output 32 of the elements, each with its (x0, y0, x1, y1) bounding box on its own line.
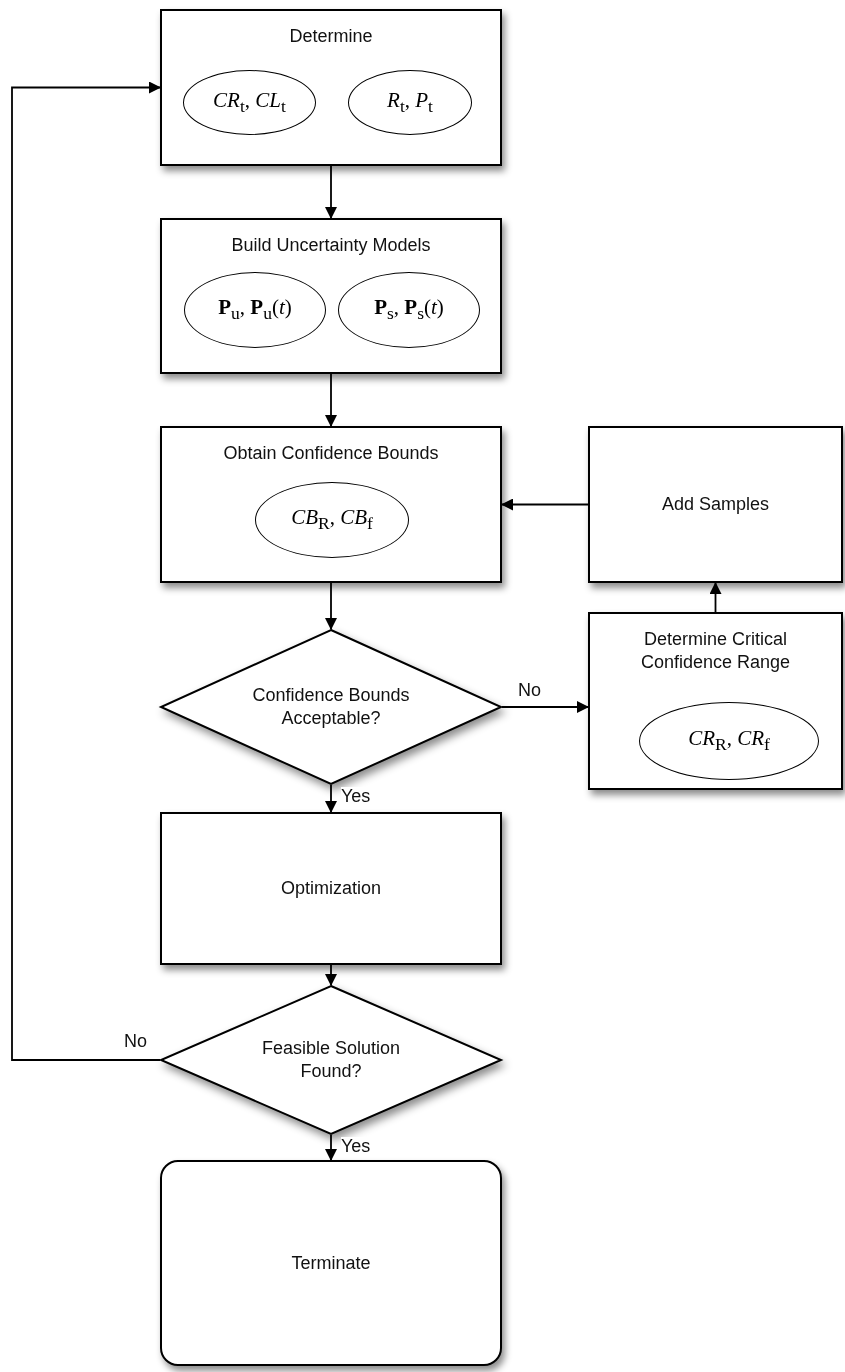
variable-ellipse: CR$_{t}$, CL$_{t}$ (183, 70, 316, 135)
process-box (160, 218, 502, 374)
box-title: Optimization (279, 877, 382, 900)
arrow (325, 373, 337, 427)
arrow (325, 165, 337, 219)
variable-ellipse: CB$_{R}$, CB$_{f}$ (255, 482, 409, 558)
arrow (709, 582, 722, 613)
arrow (325, 582, 337, 630)
terminal-box (160, 1160, 502, 1366)
box-title: Add Samples (660, 493, 771, 516)
process-box (588, 426, 843, 583)
decision-text: Confidence Bounds Acceptable? (251, 683, 411, 730)
arrow (11, 81, 161, 1061)
process-box (160, 426, 502, 583)
variable-ellipse: CR$_{R}$, CR$_{f}$ (639, 702, 819, 780)
arrow (501, 498, 589, 511)
variable-ellipse: P$_{u}$, P$_{u}$(t) (184, 272, 326, 348)
arrow (325, 1134, 337, 1161)
process-box (160, 812, 502, 965)
decision-text: Feasible Solution Found? (260, 1036, 402, 1083)
box-title: Obtain Confidence Bounds (222, 442, 440, 465)
variable-ellipse: R$_{t}$, P$_{t}$ (348, 70, 472, 135)
arrow (325, 784, 337, 813)
arrow (325, 964, 337, 986)
process-box (588, 612, 843, 790)
variable-ellipse: P$_{s}$, P$_{s}$(t) (338, 272, 480, 348)
box-title: Determine (288, 25, 374, 48)
box-title: Determine Critical Confidence Range (639, 628, 792, 673)
arrow (501, 701, 589, 713)
box-title: Build Uncertainty Models (230, 234, 432, 257)
box-title: Terminate (290, 1251, 372, 1275)
process-box (160, 9, 502, 166)
